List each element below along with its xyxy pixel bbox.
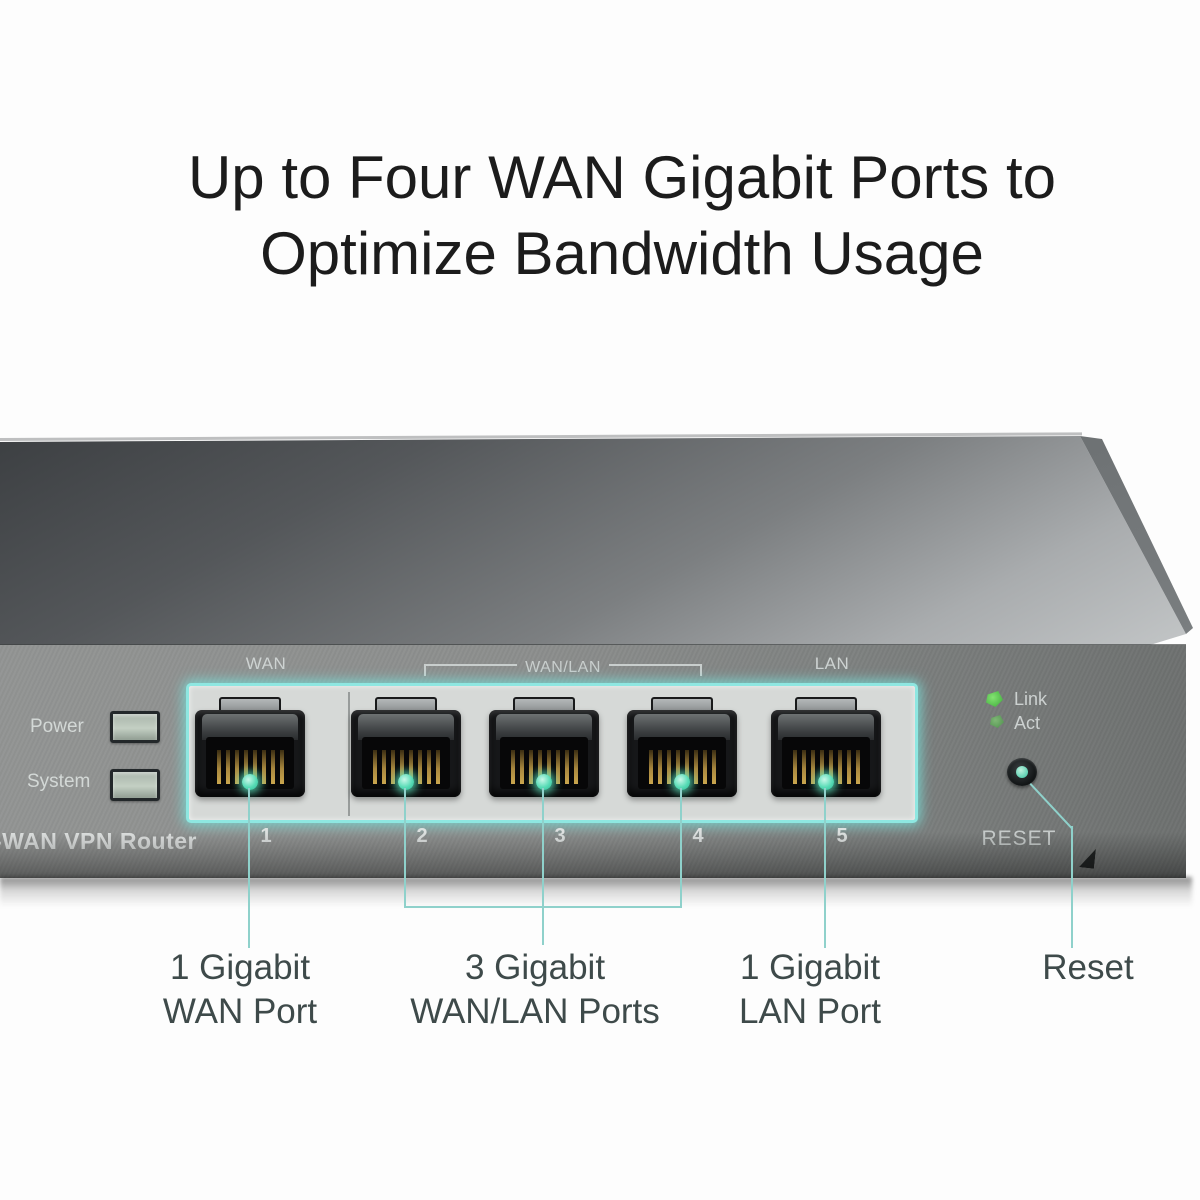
act-led-icon [990, 715, 1004, 728]
callout-lan-line2: LAN Port [739, 992, 881, 1031]
callout-line-wan [248, 788, 250, 948]
callout-reset: Reset [938, 946, 1200, 990]
port-3-number: 3 [554, 825, 566, 847]
rj45-hood [634, 714, 730, 740]
callout-line-port3 [542, 788, 544, 945]
wan-port-divider [348, 692, 350, 816]
port-1-callout-dot [242, 774, 258, 790]
lan-group-label: LAN [814, 654, 850, 673]
ethernet-port-2 [351, 697, 461, 797]
port-5-callout-dot [818, 774, 834, 790]
headline-line-1: Up to Four WAN Gigabit Ports to [187, 144, 1057, 211]
system-led [110, 769, 160, 801]
headline: Up to Four WAN Gigabit Ports to Optimize… [0, 140, 1200, 292]
bracket-right-line [608, 664, 700, 666]
callout-line-lan [824, 788, 826, 948]
callout-reset-line1: Reset [1042, 948, 1134, 987]
bracket-right-tick [700, 664, 702, 676]
link-led-icon [986, 691, 1003, 707]
ethernet-port-5 [771, 697, 881, 797]
link-led-label: Link [1014, 689, 1048, 709]
kensington-mark-icon [1079, 847, 1096, 868]
callout-wanlan-line2: WAN/LAN Ports [410, 992, 660, 1031]
callout-wan-line2: WAN Port [162, 992, 318, 1031]
port-2-callout-dot [398, 774, 414, 790]
port-5-number: 5 [836, 825, 848, 847]
callout-lan-port: 1 Gigabit LAN Port [660, 946, 960, 1034]
headline-line-2: Optimize Bandwidth Usage [260, 220, 984, 287]
bracket-left-line [426, 664, 518, 666]
wan-lan-group-bracket: WAN/LAN [424, 659, 702, 676]
wan-lan-group-label: WAN/LAN [525, 659, 601, 676]
callout-wanlan-ports: 3 Gigabit WAN/LAN Ports [385, 946, 685, 1034]
router-front-panel: Power System -WAN VPN Router WAN WAN/LAN… [0, 645, 1186, 878]
rj45-pins [500, 737, 588, 789]
model-name-print: -WAN VPN Router [0, 828, 197, 854]
port-3-callout-dot [536, 774, 552, 790]
port-4-callout-dot [674, 774, 690, 790]
reset-button [1007, 758, 1037, 786]
rj45-hood [202, 714, 298, 740]
callout-line-port2 [404, 788, 406, 908]
ethernet-port-1 [195, 697, 305, 797]
callout-wanlan-line1: 3 Gigabit [464, 948, 606, 987]
port-1-number: 1 [260, 825, 272, 847]
router-top-lid [0, 436, 1186, 645]
port-4-number: 4 [692, 825, 704, 847]
power-led [110, 711, 160, 743]
callout-line-port4 [680, 788, 682, 908]
rj45-pins [782, 737, 870, 789]
bracket-left-tick [424, 664, 426, 676]
reset-button-dot [1016, 766, 1028, 778]
reset-print-label: RESET [981, 827, 1057, 850]
drop-shadow [0, 877, 1192, 907]
callout-line-reset [1071, 826, 1073, 948]
rj45-hood [496, 714, 592, 740]
callout-bracket-wanlan [404, 906, 682, 908]
callout-lan-line1: 1 Gigabit [739, 948, 881, 987]
callout-wan-port: 1 Gigabit WAN Port [90, 946, 390, 1034]
wan-group-label: WAN [245, 654, 287, 673]
port-2-number: 2 [416, 825, 428, 847]
power-led-label: Power [30, 716, 84, 737]
rj45-hood [778, 714, 874, 740]
rj45-hood [358, 714, 454, 740]
callout-wan-line1: 1 Gigabit [169, 948, 311, 987]
act-led-label: Act [1014, 713, 1041, 733]
system-led-label: System [27, 771, 91, 792]
